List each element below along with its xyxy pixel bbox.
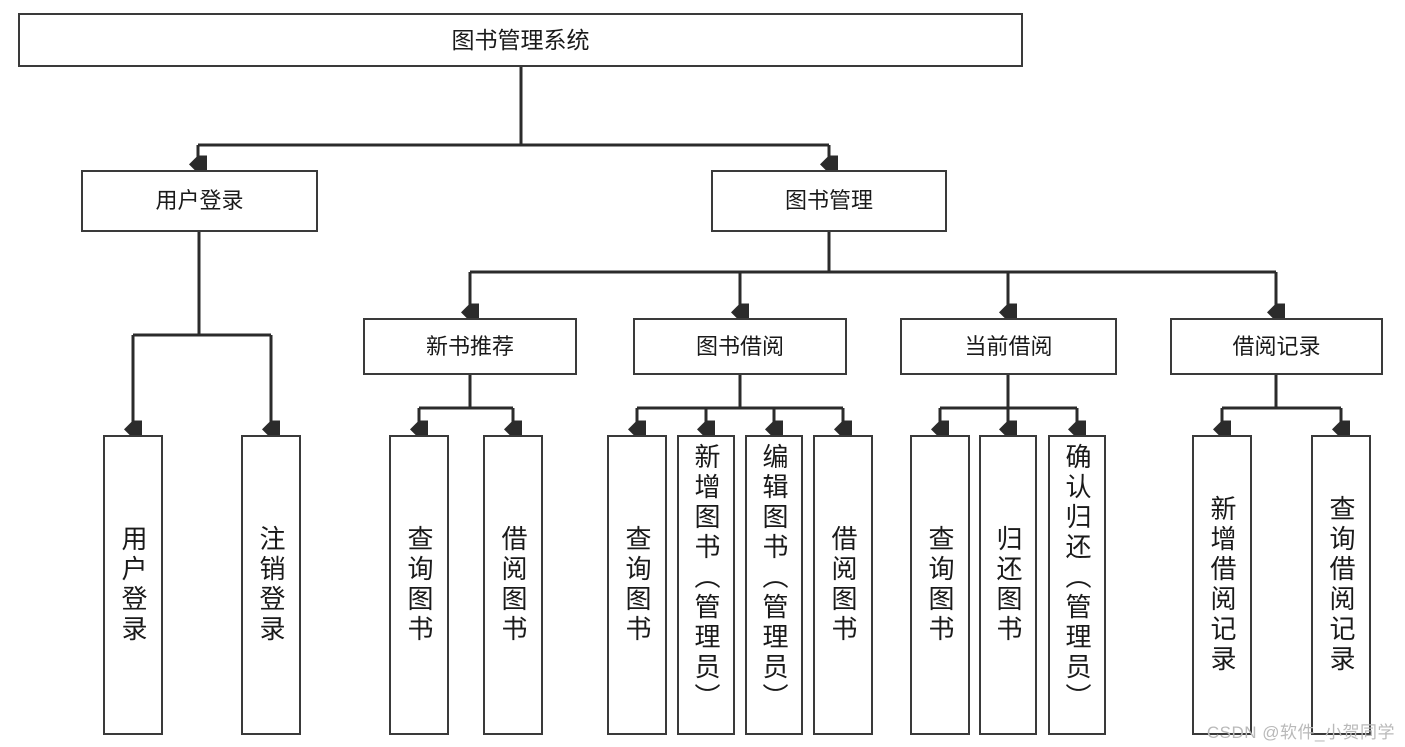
- node-leaf-borrow-book-recommend[interactable]: 借阅图书: [483, 435, 543, 735]
- node-current-borrow[interactable]: 当前借阅: [900, 318, 1117, 375]
- node-root[interactable]: 图书管理系统: [18, 13, 1023, 67]
- watermark-text: CSDN @软件_小贺同学: [1206, 723, 1395, 742]
- node-leaf-query-book-recommend[interactable]: 查询图书: [389, 435, 449, 735]
- node-new-book-recommend[interactable]: 新书推荐: [363, 318, 577, 375]
- node-borrow-record-label: 借阅记录: [1232, 333, 1321, 359]
- node-leaf-edit-book-admin[interactable]: 编辑图书（管理员）: [745, 435, 803, 735]
- node-leaf-confirm-return-admin-label: 确认归还（管理员）: [1062, 443, 1092, 713]
- node-new-book-recommend-label: 新书推荐: [425, 333, 514, 359]
- node-leaf-user-login[interactable]: 用户登录: [103, 435, 163, 735]
- node-leaf-query-borrow-record-label: 查询借阅记录: [1326, 495, 1356, 675]
- node-leaf-return-book-label: 归还图书: [993, 525, 1023, 645]
- node-book-management[interactable]: 图书管理: [711, 170, 947, 232]
- node-leaf-logout-label: 注销登录: [256, 525, 286, 645]
- node-leaf-borrow-book-recommend-label: 借阅图书: [498, 525, 528, 645]
- node-book-borrow-label: 图书借阅: [695, 333, 784, 359]
- node-leaf-add-borrow-record[interactable]: 新增借阅记录: [1192, 435, 1252, 735]
- node-leaf-user-login-label: 用户登录: [118, 525, 148, 645]
- node-user-login-label: 用户登录: [155, 188, 244, 214]
- node-leaf-confirm-return-admin[interactable]: 确认归还（管理员）: [1048, 435, 1106, 735]
- node-leaf-query-book-recommend-label: 查询图书: [404, 525, 434, 645]
- node-leaf-query-book-borrow-label: 查询图书: [622, 525, 652, 645]
- node-user-login[interactable]: 用户登录: [81, 170, 318, 232]
- node-leaf-query-borrow-record[interactable]: 查询借阅记录: [1311, 435, 1371, 735]
- node-leaf-logout[interactable]: 注销登录: [241, 435, 301, 735]
- node-leaf-add-book-admin[interactable]: 新增图书（管理员）: [677, 435, 735, 735]
- node-current-borrow-label: 当前借阅: [964, 333, 1053, 359]
- node-leaf-add-book-admin-label: 新增图书（管理员）: [691, 443, 721, 713]
- node-leaf-query-book-current-label: 查询图书: [925, 525, 955, 645]
- node-leaf-query-book-current[interactable]: 查询图书: [910, 435, 970, 735]
- node-leaf-edit-book-admin-label: 编辑图书（管理员）: [759, 443, 789, 713]
- node-borrow-record[interactable]: 借阅记录: [1170, 318, 1383, 375]
- node-leaf-borrow-book[interactable]: 借阅图书: [813, 435, 873, 735]
- node-leaf-borrow-book-label: 借阅图书: [828, 525, 858, 645]
- node-book-management-label: 图书管理: [784, 188, 873, 214]
- node-root-label: 图书管理系统: [451, 26, 590, 53]
- node-leaf-query-book-borrow[interactable]: 查询图书: [607, 435, 667, 735]
- node-book-borrow[interactable]: 图书借阅: [633, 318, 847, 375]
- node-leaf-return-book[interactable]: 归还图书: [979, 435, 1037, 735]
- node-leaf-add-borrow-record-label: 新增借阅记录: [1207, 495, 1237, 675]
